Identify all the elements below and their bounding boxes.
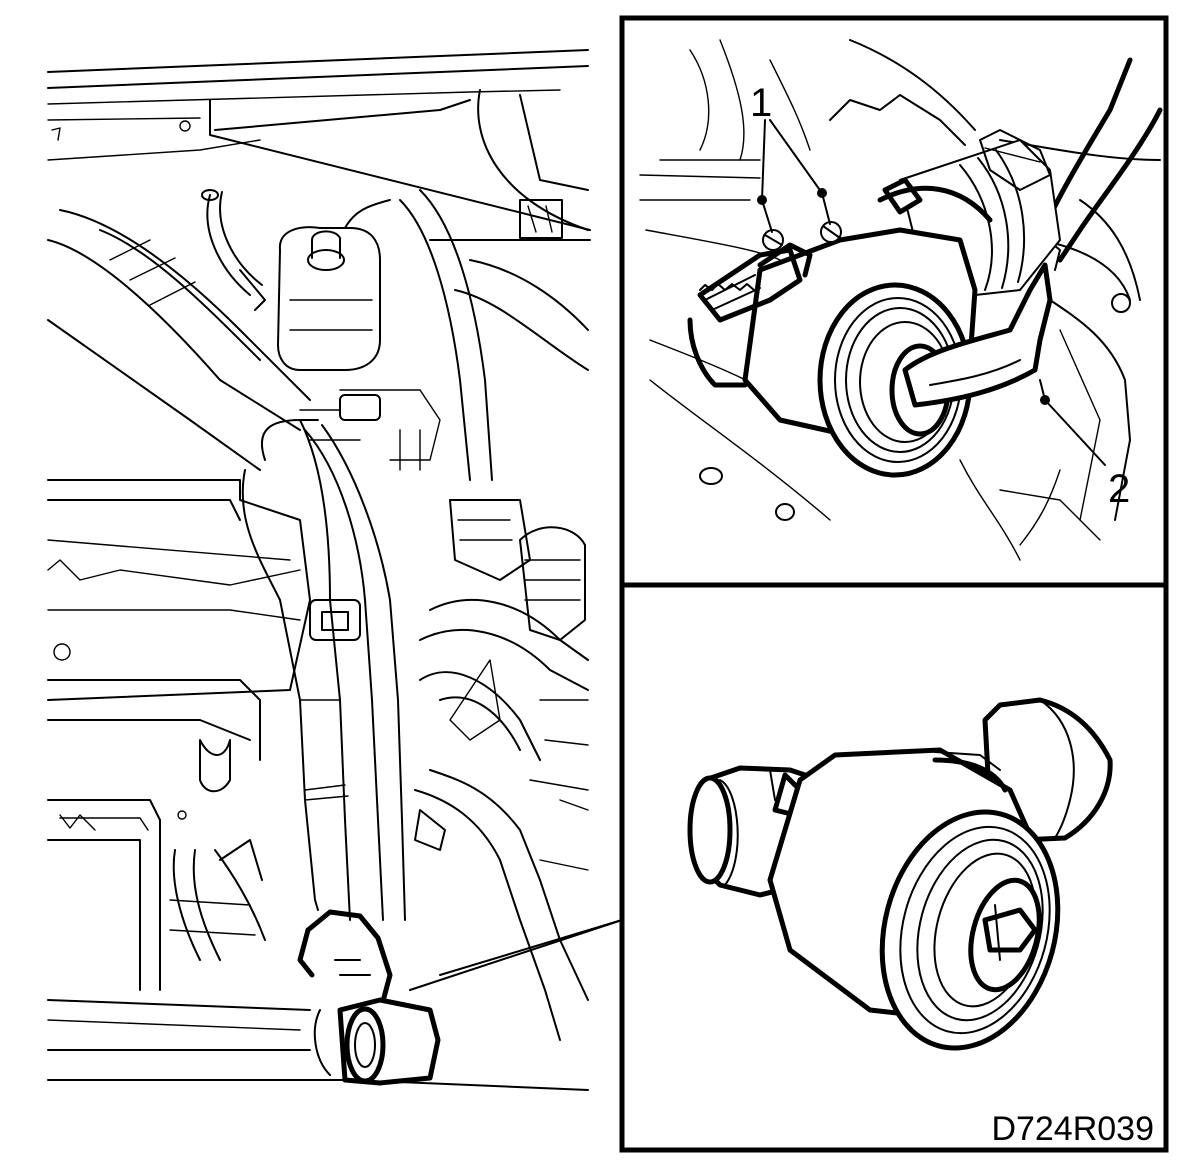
installed-connector-detail [639, 39, 1163, 561]
engine-bay-overview [47, 49, 623, 1091]
drawing-code: D724R039 [991, 1110, 1154, 1148]
callout-1: 1 [750, 81, 772, 125]
removed-connector-detail [687, 697, 1113, 1051]
callout-2: 2 [1108, 467, 1130, 511]
